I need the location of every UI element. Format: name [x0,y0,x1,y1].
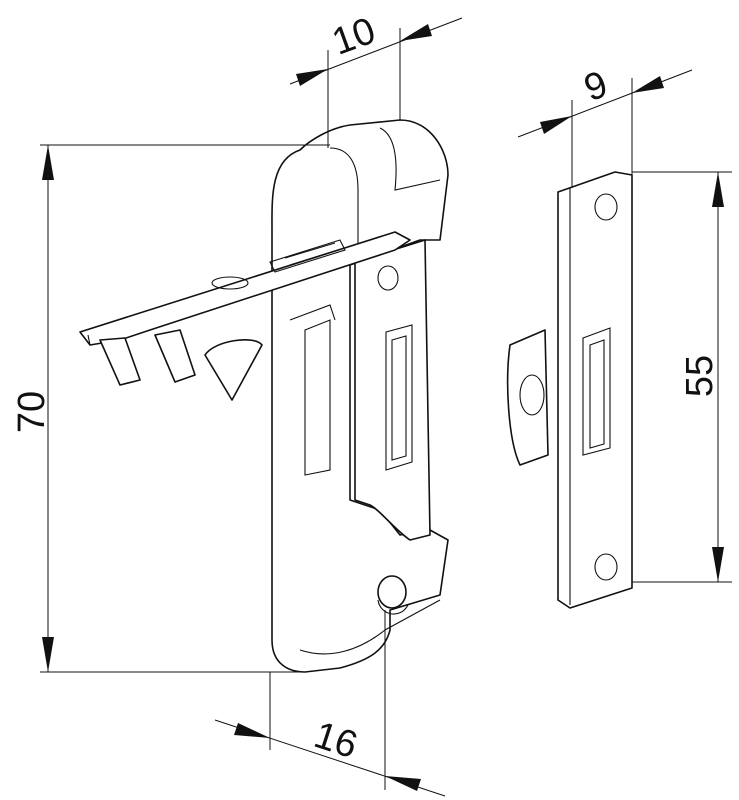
strike-plate-part [506,171,633,609]
dimension-55: 55 [632,171,732,583]
dimension-9: 9 [517,63,693,188]
dimension-label-70: 70 [11,391,53,433]
dimension-label-10: 10 [327,10,381,64]
dimension-label-16: 16 [309,714,362,767]
clip-part [79,119,449,673]
dimension-70: 70 [11,144,330,673]
dimension-label-9: 9 [579,63,613,110]
dimension-label-55: 55 [679,355,721,397]
